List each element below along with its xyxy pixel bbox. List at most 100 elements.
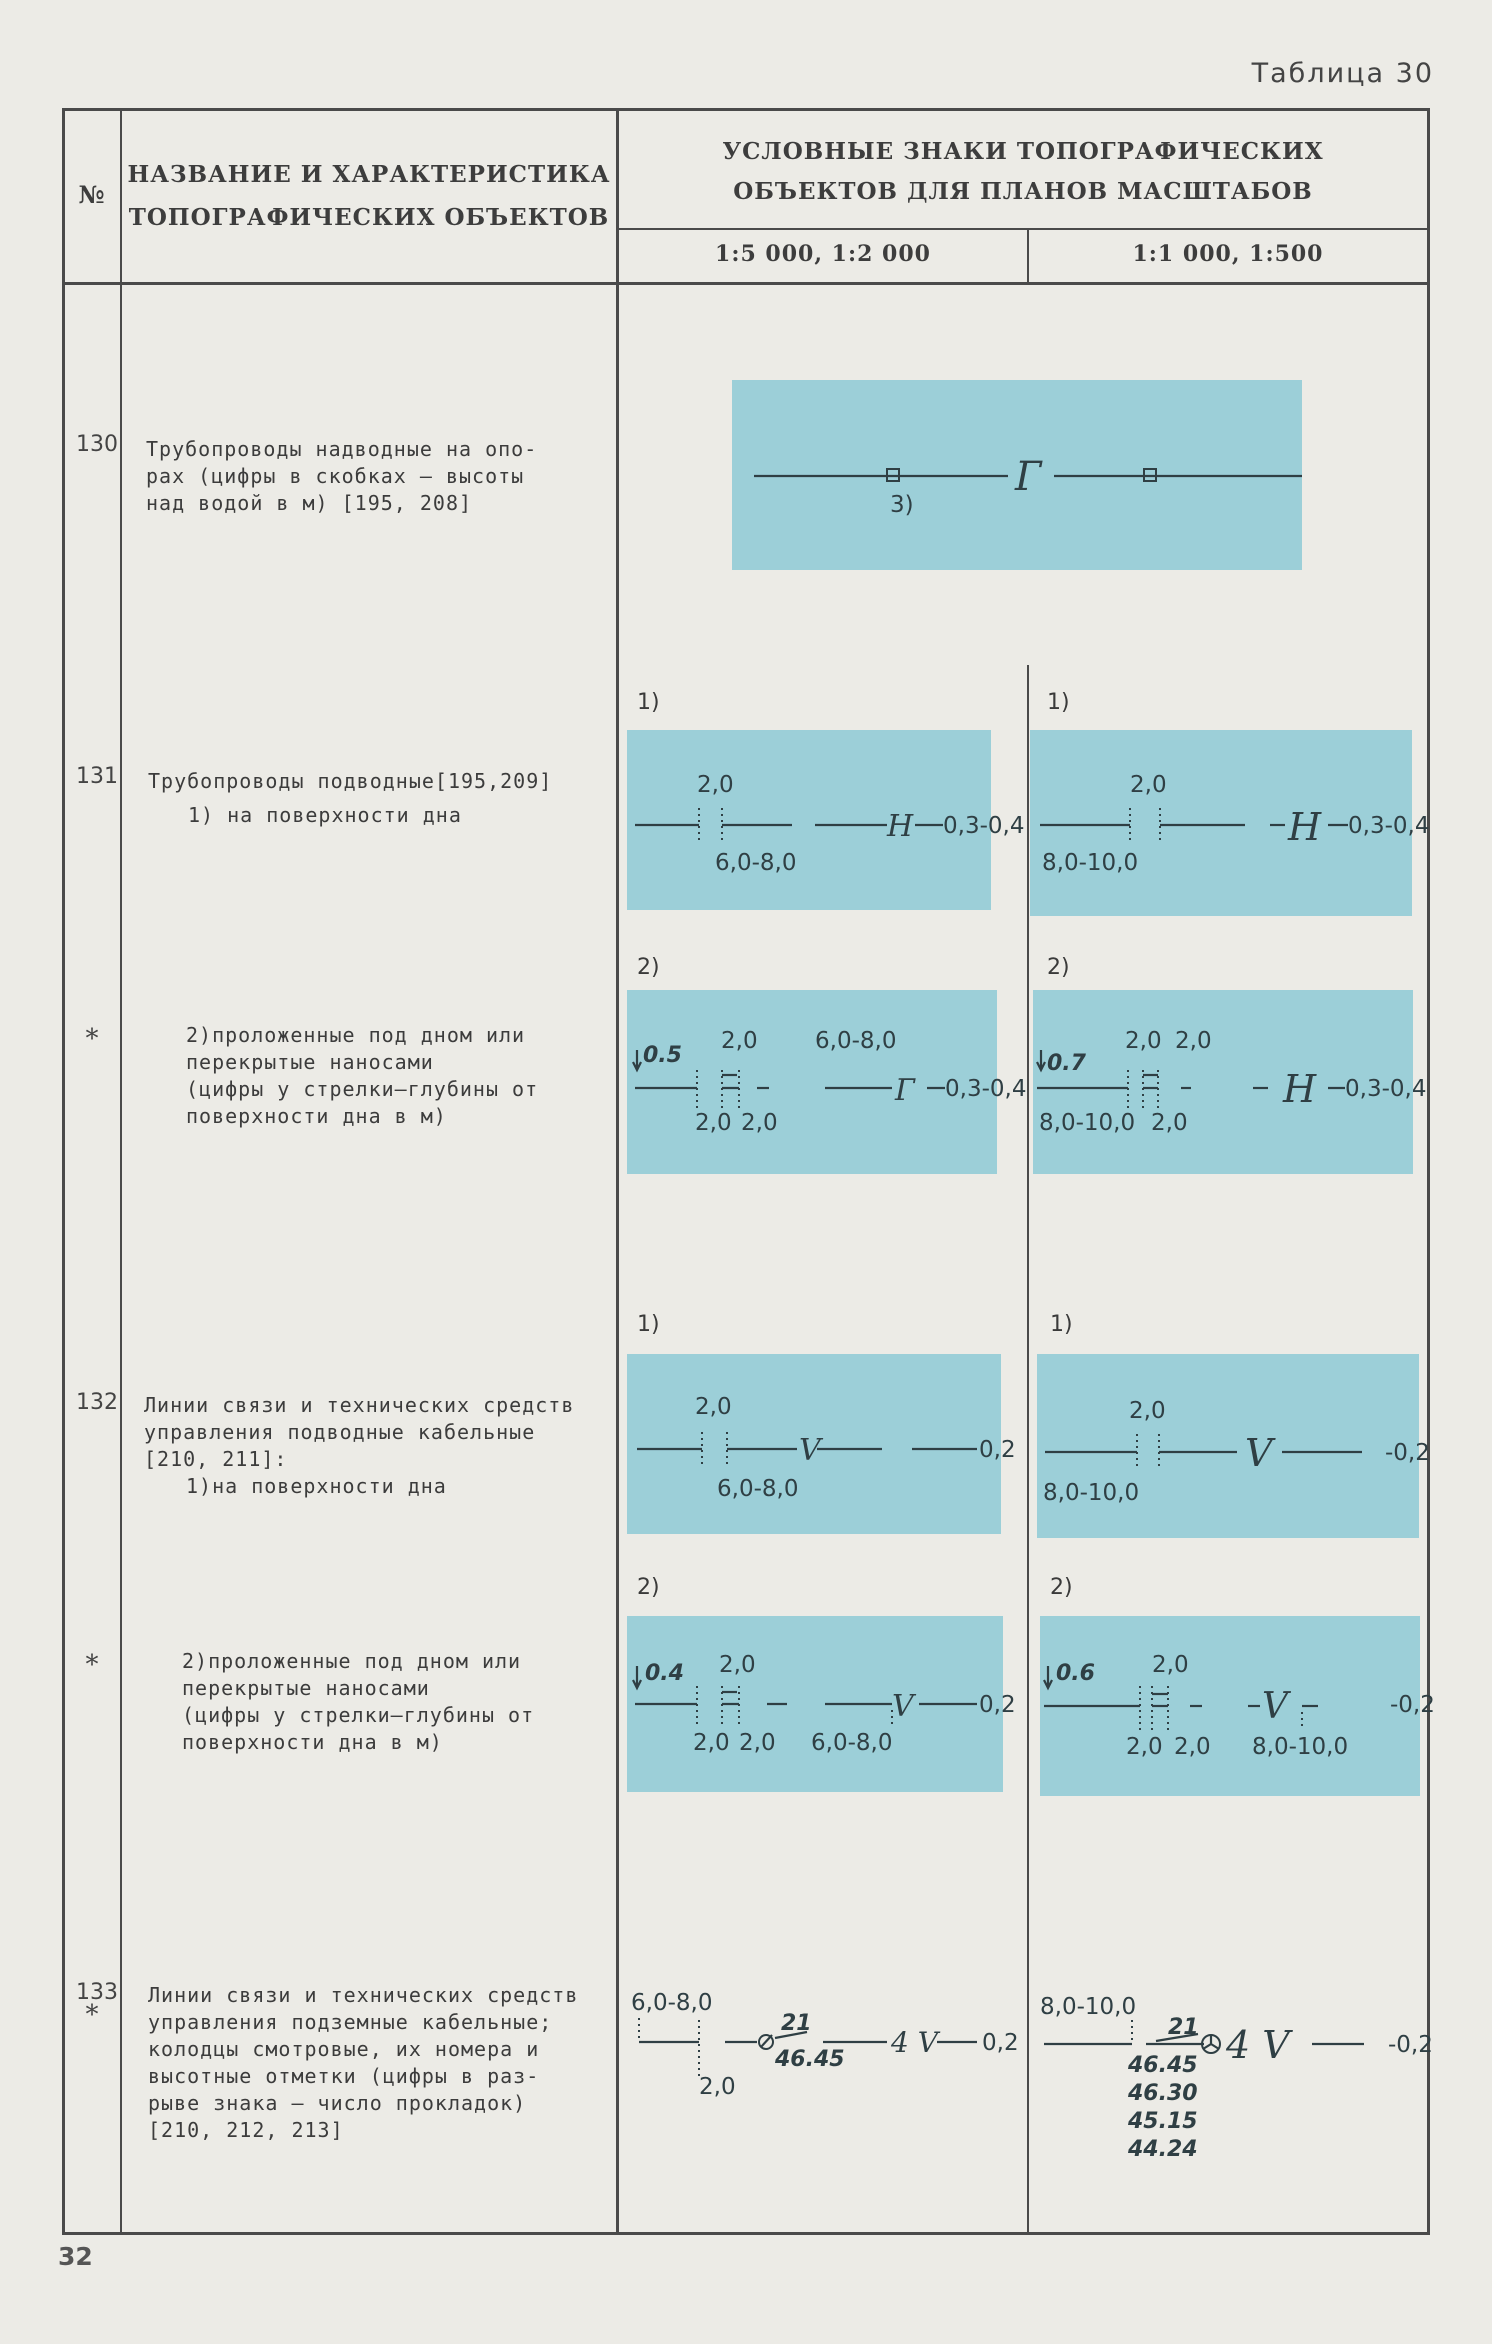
svg-text:0,2: 0,2 bbox=[982, 2030, 1019, 2056]
svg-text:8,0-10,0: 8,0-10,0 bbox=[1040, 1994, 1136, 2020]
svg-text:46.45: 46.45 bbox=[774, 2047, 845, 2072]
sign-132-2-right-index: 2) bbox=[1050, 1575, 1073, 1600]
sign-132-1-left-index: 1) bbox=[637, 1312, 660, 1337]
svg-text:2,0: 2,0 bbox=[739, 1730, 776, 1756]
svg-text:8,0-10,0: 8,0-10,0 bbox=[1042, 850, 1138, 876]
header-scale-left: 1:5 000, 1:2 000 bbox=[715, 241, 931, 267]
svg-text:0,2: 0,2 bbox=[979, 1437, 1016, 1463]
svg-text:2,0: 2,0 bbox=[1175, 1028, 1212, 1054]
svg-text:2,0: 2,0 bbox=[699, 2074, 736, 2100]
svg-text:6,0-8,0: 6,0-8,0 bbox=[717, 1476, 798, 1502]
sign-130: Г 3) bbox=[732, 380, 1302, 570]
description-131-2: 2)проложенные под дном или перекрытые на… bbox=[186, 1023, 539, 1128]
svg-text:V: V bbox=[1262, 1686, 1292, 1727]
description-131: Трубопроводы подводные[195,209] bbox=[148, 769, 553, 793]
table-caption: Таблица 30 bbox=[1251, 58, 1434, 89]
svg-text:2,0: 2,0 bbox=[697, 772, 734, 798]
header-scale-right: 1:1 000, 1:500 bbox=[1132, 241, 1324, 267]
svg-text:0,2: 0,2 bbox=[979, 1692, 1016, 1718]
svg-text:2,0: 2,0 bbox=[1174, 1734, 1211, 1760]
header-signs-line1: УСЛОВНЫЕ ЗНАКИ ТОПОГРАФИЧЕСКИХ bbox=[722, 138, 1324, 165]
sign-132-2-left: 0.4 2,0 2,0 2,0 6,0-8,0 V 0,2 bbox=[627, 1616, 1016, 1792]
description-133: Линии связи и технических средств управл… bbox=[148, 1983, 579, 2142]
header-signs-line2: ОБЪЕКТОВ ДЛЯ ПЛАНОВ МАСШТАБОВ bbox=[733, 178, 1313, 205]
svg-text:2,0: 2,0 bbox=[1151, 1110, 1188, 1136]
sign-131-1-right: 2,0 8,0-10,0 Н 0,3-0,4 bbox=[1030, 730, 1429, 916]
svg-text:V: V bbox=[1245, 1431, 1276, 1475]
svg-text:0,3-0,4: 0,3-0,4 bbox=[1348, 813, 1429, 839]
svg-text:-0,2: -0,2 bbox=[1385, 1440, 1430, 1466]
description-132-sub: 1)на поверхности дна bbox=[186, 1474, 447, 1498]
description-131-sub: 1) на поверхности дна bbox=[188, 803, 462, 827]
header-number: № bbox=[78, 180, 106, 209]
description-132: Линии связи и технических средств управл… bbox=[144, 1393, 575, 1471]
svg-text:2,0: 2,0 bbox=[719, 1652, 756, 1678]
svg-text:45.15: 45.15 bbox=[1127, 2109, 1198, 2134]
svg-text:4 V: 4 V bbox=[1225, 2023, 1293, 2067]
sign-131-2-left-index: 2) bbox=[637, 955, 660, 980]
sign-132-1-left: 2,0 6,0-8,0 V 0,2 bbox=[627, 1354, 1016, 1534]
svg-text:Г: Г bbox=[894, 1073, 916, 1108]
svg-text:0.7: 0.7 bbox=[1047, 1051, 1087, 1076]
svg-text:2,0: 2,0 bbox=[693, 1730, 730, 1756]
svg-text:46.45: 46.45 bbox=[1127, 2053, 1198, 2078]
svg-text:Н: Н bbox=[886, 809, 914, 844]
svg-text:0.5: 0.5 bbox=[643, 1043, 682, 1068]
svg-text:2,0: 2,0 bbox=[1130, 772, 1167, 798]
row-number-130: 130 bbox=[76, 432, 118, 457]
svg-text:0.6: 0.6 bbox=[1056, 1661, 1095, 1686]
sign-131-2-right: 0.7 2,0 2,0 8,0-10,0 2,0 Н 0,3-0,4 bbox=[1033, 990, 1426, 1174]
svg-text:Н: Н bbox=[1282, 1067, 1317, 1111]
svg-text:6,0-8,0: 6,0-8,0 bbox=[815, 1028, 896, 1054]
sign-133-right: 8,0-10,0 21 4 V -0,2 46.45 46.30 45.15 4… bbox=[1036, 1986, 1433, 2176]
svg-text:V: V bbox=[799, 1433, 824, 1468]
svg-text:46.30: 46.30 bbox=[1127, 2081, 1198, 2106]
header-name-line2: ТОПОГРАФИЧЕСКИХ ОБЪЕКТОВ bbox=[128, 204, 610, 231]
row-number-132: 132 bbox=[76, 1390, 118, 1415]
sign-133-left: 6,0-8,0 21 46.45 4 V 0,2 2,0 bbox=[627, 1980, 1023, 2110]
description-132-2: 2)проложенные под дном или перекрытые на… bbox=[182, 1649, 535, 1754]
svg-text:0.4: 0.4 bbox=[645, 1661, 684, 1686]
svg-text:2,0: 2,0 bbox=[741, 1110, 778, 1136]
svg-text:8,0-10,0: 8,0-10,0 bbox=[1043, 1480, 1139, 1506]
sign-131-1-left-index: 1) bbox=[637, 690, 660, 715]
svg-text:4 V: 4 V bbox=[890, 2026, 941, 2059]
svg-text:6,0-8,0: 6,0-8,0 bbox=[631, 1990, 712, 2016]
svg-text:V: V bbox=[892, 1689, 917, 1724]
svg-text:2,0: 2,0 bbox=[695, 1110, 732, 1136]
svg-text:0,3-0,4: 0,3-0,4 bbox=[1345, 1076, 1426, 1102]
row-marker-133: * bbox=[85, 2000, 99, 2030]
row-number-133: 133 bbox=[76, 1980, 118, 2005]
row-marker-131-2: * bbox=[85, 1024, 99, 1054]
svg-text:2,0: 2,0 bbox=[1152, 1652, 1189, 1678]
svg-text:2,0: 2,0 bbox=[1125, 1028, 1162, 1054]
svg-text:6,0-8,0: 6,0-8,0 bbox=[811, 1730, 892, 1756]
row-marker-132-2: * bbox=[85, 1650, 99, 1680]
sign-132-1-right: 2,0 8,0-10,0 V -0,2 bbox=[1037, 1354, 1430, 1538]
svg-text:2,0: 2,0 bbox=[1126, 1734, 1163, 1760]
svg-text:2,0: 2,0 bbox=[721, 1028, 758, 1054]
header-name-line1: НАЗВАНИЕ И ХАРАКТЕРИСТИКА bbox=[127, 161, 611, 188]
sign-132-1-right-index: 1) bbox=[1050, 1312, 1073, 1337]
page-number: 32 bbox=[58, 2242, 93, 2271]
svg-text:-0,2: -0,2 bbox=[1390, 1692, 1435, 1718]
svg-text:2,0: 2,0 bbox=[1129, 1398, 1166, 1424]
sign-131-1-right-index: 1) bbox=[1047, 690, 1070, 715]
svg-text:6,0-8,0: 6,0-8,0 bbox=[715, 850, 796, 876]
svg-text:44.24: 44.24 bbox=[1127, 2137, 1198, 2162]
sign-131-1-left: 2,0 6,0-8,0 Н 0,3-0,4 bbox=[627, 730, 1024, 910]
description-130: Трубопроводы надводные на опо- рах (цифр… bbox=[146, 437, 538, 515]
svg-text:8,0-10,0: 8,0-10,0 bbox=[1252, 1734, 1348, 1760]
sign-132-2-right: 0.6 2,0 2,0 2,0 8,0-10,0 V -0,2 bbox=[1040, 1616, 1435, 1796]
sign-131-2-right-index: 2) bbox=[1047, 955, 1070, 980]
svg-text:2,0: 2,0 bbox=[695, 1394, 732, 1420]
sign-130-label: 3) bbox=[890, 492, 914, 518]
sign-130-letter: Г bbox=[1014, 454, 1043, 500]
svg-text:-0,2: -0,2 bbox=[1388, 2032, 1433, 2058]
svg-text:Н: Н bbox=[1287, 805, 1322, 849]
svg-text:8,0-10,0: 8,0-10,0 bbox=[1039, 1110, 1135, 1136]
sign-132-2-left-index: 2) bbox=[637, 1575, 660, 1600]
sign-131-2-left: 0.5 2,0 6,0-8,0 2,0 2,0 Г 0,3-0,4 bbox=[627, 990, 1026, 1174]
svg-text:0,3-0,4: 0,3-0,4 bbox=[943, 813, 1024, 839]
svg-text:0,3-0,4: 0,3-0,4 bbox=[945, 1076, 1026, 1102]
